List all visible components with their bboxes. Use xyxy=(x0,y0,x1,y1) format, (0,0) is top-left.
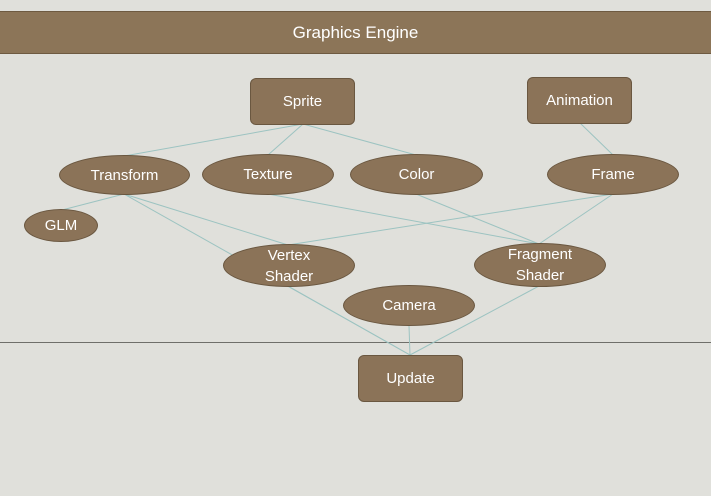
node-sprite: Sprite xyxy=(250,78,355,125)
edge-frame-vertex xyxy=(287,193,614,246)
edge-sprite-texture xyxy=(267,123,304,156)
node-fragment-shader-label-1: Fragment xyxy=(507,246,573,263)
node-transform: Transform xyxy=(59,155,190,195)
node-texture-label: Texture xyxy=(243,166,293,183)
node-color-label: Color xyxy=(398,166,435,183)
edge-camera-update xyxy=(408,325,411,356)
edge-sprite-transform xyxy=(123,123,304,157)
edge-animation-frame xyxy=(579,122,614,156)
edge-color-fragment xyxy=(415,193,540,245)
edge-fragment-update xyxy=(409,285,540,356)
edge-vertex-update xyxy=(287,285,411,356)
node-animation-label: Animation xyxy=(546,92,613,109)
node-glm: GLM xyxy=(24,209,98,242)
node-frame-label: Frame xyxy=(591,166,635,183)
node-frame: Frame xyxy=(547,154,679,195)
node-fragment-shader: Fragment Shader xyxy=(474,243,606,287)
node-vertex-shader: Vertex Shader xyxy=(223,244,355,287)
node-camera-label: Camera xyxy=(382,297,436,314)
node-color: Color xyxy=(350,154,483,195)
node-glm-label: GLM xyxy=(44,217,78,234)
node-transform-label: Transform xyxy=(90,166,159,184)
node-camera: Camera xyxy=(343,285,475,326)
node-update-label: Update xyxy=(386,370,435,387)
edge-frame-fragment xyxy=(538,193,614,245)
graphics-engine-banner: Graphics Engine xyxy=(0,11,711,54)
node-vertex-shader-label-1: Vertex xyxy=(267,246,311,264)
edge-transform-glm xyxy=(61,193,125,211)
horizontal-divider xyxy=(0,342,711,343)
node-texture: Texture xyxy=(202,154,334,195)
banner-title: Graphics Engine xyxy=(292,22,419,42)
node-sprite-label: Sprite xyxy=(282,93,323,110)
edge-sprite-color xyxy=(302,123,417,156)
node-fragment-shader-label-2: Shader xyxy=(515,267,565,284)
edge-transform-vertex xyxy=(123,193,289,246)
node-animation: Animation xyxy=(527,77,632,124)
edge-texture-fragment xyxy=(267,193,540,245)
node-update: Update xyxy=(358,355,463,402)
node-vertex-shader-label-2: Shader xyxy=(264,267,314,285)
